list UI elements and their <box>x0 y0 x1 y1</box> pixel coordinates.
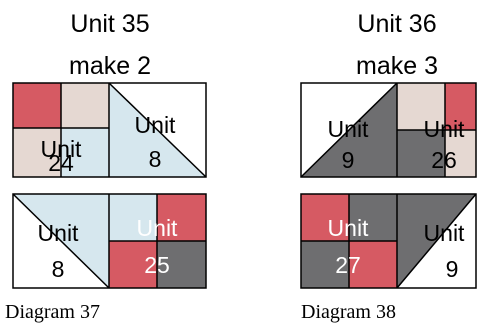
patch-light-blue <box>109 194 157 241</box>
unit-8-label-word: Unit <box>38 220 80 246</box>
unit-9-label-number: 9 <box>342 147 355 173</box>
patch-gray <box>301 241 349 288</box>
diagonal-seam <box>12 193 110 289</box>
unit-36-diagram: Unit 36 make 3 Unit 9 Unit 26 <box>300 10 477 323</box>
unit-8-label-number: 8 <box>149 146 162 172</box>
patch-gray <box>157 241 206 288</box>
unit-9-label-word: Unit <box>424 220 466 246</box>
unit-25-label-number: 25 <box>144 252 170 278</box>
unit-27-label-number: 27 <box>335 252 361 278</box>
unit-27-block: Unit 27 <box>301 194 397 288</box>
unit-36-title: Unit 36 <box>357 10 436 38</box>
patch-tan <box>13 128 61 177</box>
patch-red <box>157 194 206 241</box>
unit-24-label-word: Unit <box>41 136 83 162</box>
block-outline <box>300 82 477 178</box>
unit-9-label-number: 9 <box>446 256 459 282</box>
patch-red <box>301 194 349 241</box>
unit-8-block-bottom: Unit 8 <box>12 193 110 289</box>
unit-26-label-word: Unit <box>424 116 466 142</box>
diagonal-seam <box>396 193 477 289</box>
patch-red <box>349 241 397 288</box>
patch-gray <box>349 194 397 241</box>
diagram-38-caption: Diagram 38 <box>301 301 396 323</box>
patch-gray <box>397 130 445 177</box>
unit-9-label-word: Unit <box>328 116 370 142</box>
unit-27-label-word: Unit <box>328 215 370 241</box>
unit-35-title: Unit 35 <box>70 10 149 38</box>
unit-26-label-number: 26 <box>431 147 457 173</box>
diagonal-seam <box>300 82 398 178</box>
patch-tan <box>397 83 445 130</box>
unit-25-label-word: Unit <box>137 215 179 241</box>
patch-red <box>13 83 61 128</box>
unit-24-block: Unit 24 <box>13 83 109 177</box>
diagonal-seam <box>108 82 207 178</box>
patch-light-blue <box>61 128 109 177</box>
unit-26-block: Unit 26 <box>397 83 476 177</box>
patch-tan <box>445 130 476 177</box>
unit-35-quantity: make 2 <box>69 52 151 80</box>
unit-9-block-top: Unit 9 <box>300 82 398 178</box>
patch-red <box>109 241 157 288</box>
unit-8-label-word: Unit <box>135 112 177 138</box>
block-outline <box>300 193 477 289</box>
unit-36-quantity: make 3 <box>356 52 438 80</box>
unit-35-diagram: Unit 35 make 2 Unit 24 Unit 8 Unit <box>5 10 207 323</box>
diagram-37-caption: Diagram 37 <box>5 301 100 323</box>
patch-tan <box>61 83 109 128</box>
unit-9-block-bottom: Unit 9 <box>396 193 477 289</box>
unit-8-label-number: 8 <box>52 256 65 282</box>
unit-24-label-number: 24 <box>48 150 74 176</box>
unit-8-block-top: Unit 8 <box>108 82 207 178</box>
patch-red <box>445 83 476 130</box>
unit-25-block: Unit 25 <box>109 194 206 288</box>
